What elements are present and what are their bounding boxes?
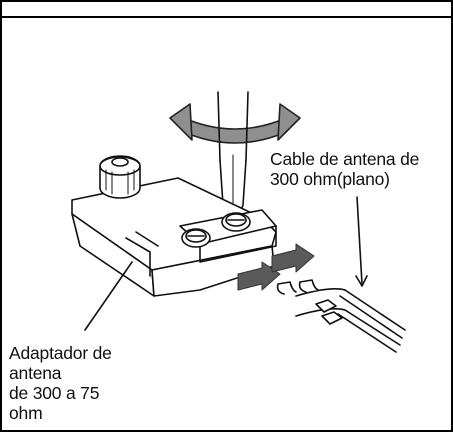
coax-connector: [99, 155, 141, 199]
terminal-screws: [181, 212, 251, 248]
adapter-leader-line: [84, 261, 133, 331]
adapter-body: [71, 177, 277, 297]
rotation-arrow-icon: [169, 103, 301, 144]
cable-label: Cable de antena de 300 ohm(plano): [270, 149, 420, 189]
header-rule: [0, 16, 453, 18]
cable-leader-line: [356, 196, 363, 285]
cable-leader-arrowhead: [355, 275, 368, 287]
push-arrow-icon: [237, 243, 315, 291]
flat-cable: [276, 279, 406, 353]
adapter-label: Adaptador de antena de 300 a 75 ohm: [9, 343, 112, 423]
